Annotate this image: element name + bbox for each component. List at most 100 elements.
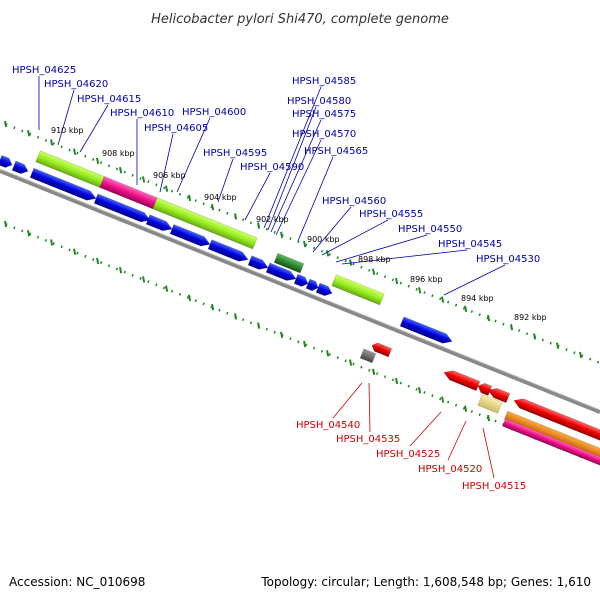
gene-label-forward: HPSH_04600: [182, 107, 246, 118]
gene-label-forward: HPSH_04575: [292, 109, 356, 120]
tick-mark: [418, 387, 422, 394]
tick-mark: [441, 296, 445, 303]
gene-label-forward: HPSH_04550: [398, 224, 462, 235]
tick-mark: [395, 277, 399, 285]
forward-cds-arrow: [145, 214, 173, 232]
tick-mark: [4, 120, 8, 128]
scale-label: 908 kbp: [102, 149, 135, 158]
callout-line: [482, 427, 495, 479]
callout-line: [244, 172, 271, 221]
forward-cds-arrow: [399, 316, 453, 344]
forward-cds-arrow: [247, 255, 269, 270]
tick-mark: [50, 239, 54, 246]
scale-label: 906 kbp: [153, 171, 186, 180]
tick-mark: [4, 220, 8, 228]
callout-line: [176, 117, 211, 193]
genome-backbone-highlight: [0, 168, 600, 411]
tick-mark: [441, 396, 445, 403]
tick-mark: [119, 267, 123, 274]
forward-cds-arrow: [169, 224, 211, 247]
forward-cds-arrow: [265, 262, 297, 281]
scale-label: 904 kbp: [204, 193, 237, 202]
gene-label-forward: HPSH_04545: [438, 239, 502, 250]
tick-mark: [280, 231, 284, 239]
tick-mark: [27, 230, 31, 237]
tick-mark: [464, 405, 468, 412]
gene-label-forward: HPSH_04555: [359, 209, 423, 220]
tick-mark: [418, 287, 422, 294]
tick-mark: [303, 240, 307, 248]
gene-label-forward: HPSH_04570: [292, 129, 356, 140]
tick-mark: [165, 285, 169, 292]
tick-mark: [73, 148, 77, 155]
forward-cds-arrow: [29, 167, 97, 201]
tick-mark: [119, 167, 123, 174]
tick-mark: [142, 276, 146, 283]
tick-mark: [579, 351, 583, 359]
scale-label: 910 kbp: [51, 126, 84, 135]
callout-line: [341, 249, 468, 265]
tick-mark: [211, 203, 215, 211]
feature-yellowgreen: [152, 197, 258, 250]
tick-mark: [73, 248, 77, 255]
tick-mark: [349, 359, 353, 366]
callout-line: [79, 104, 109, 153]
gene-label-forward: HPSH_04590: [240, 162, 304, 173]
accession-text: Accession: NC_010698: [9, 575, 145, 589]
reverse-cds-arrow: [377, 345, 393, 358]
tick-mark: [165, 185, 169, 192]
callout-line: [263, 86, 322, 229]
callout-line: [409, 411, 442, 447]
forward-cds-arrow: [11, 160, 29, 174]
tick-mark: [372, 268, 376, 276]
tick-mark: [510, 324, 514, 331]
tick-mark: [280, 331, 284, 339]
scale-label: 900 kbp: [307, 235, 340, 244]
gene-label-forward: HPSH_04605: [144, 123, 208, 134]
genome-backbone: [0, 169, 600, 414]
callout-line: [447, 420, 467, 461]
gene-label-forward: HPSH_04530: [476, 254, 540, 265]
forward-cds-arrow: [207, 239, 249, 262]
tick-mark: [556, 342, 560, 349]
scale-label: 892 kbp: [514, 313, 547, 322]
tick-mark: [464, 305, 468, 312]
callout-line: [217, 158, 234, 203]
callout-line: [159, 133, 174, 193]
feature-darkgreen: [273, 252, 305, 274]
callout-line: [321, 219, 389, 256]
tick-mark: [142, 176, 146, 183]
tick-mark: [487, 314, 491, 322]
reverse-cds-arrow: [513, 398, 600, 445]
scale-label: 894 kbp: [461, 294, 494, 303]
reverse-cds-arrow: [443, 370, 481, 392]
tick-mark: [326, 250, 330, 257]
tick-mark: [96, 157, 100, 165]
feature-gray: [359, 348, 377, 364]
gene-label-forward: HPSH_04580: [287, 96, 351, 107]
tick-mark: [188, 194, 192, 202]
feature-pink: [502, 418, 600, 470]
tick-mark: [234, 213, 238, 220]
gene-label-reverse: HPSH_04520: [418, 464, 482, 475]
diagram-title: Helicobacter pylori Shi470, complete gen…: [151, 12, 449, 27]
reverse-cds-arrow: [487, 388, 511, 404]
gene-label-forward: HPSH_04560: [322, 196, 386, 207]
forward-cds-arrow: [305, 278, 319, 292]
tick-mark: [533, 333, 537, 340]
scale-label: 896 kbp: [410, 275, 443, 284]
gene-label-forward: HPSH_04565: [304, 146, 368, 157]
callout-line: [312, 206, 352, 253]
callout-line: [332, 382, 363, 419]
forward-cds-arrow: [315, 282, 333, 297]
callout-line: [275, 139, 322, 236]
forward-cds-arrow: [93, 193, 151, 223]
scale-label: 898 kbp: [358, 255, 391, 264]
genome-summary-text: Topology: circular; Length: 1,608,548 bp…: [260, 575, 591, 589]
tick-mark: [27, 130, 31, 137]
gene-label-forward: HPSH_04620: [44, 79, 108, 90]
gene-label-reverse: HPSH_04515: [462, 481, 526, 492]
